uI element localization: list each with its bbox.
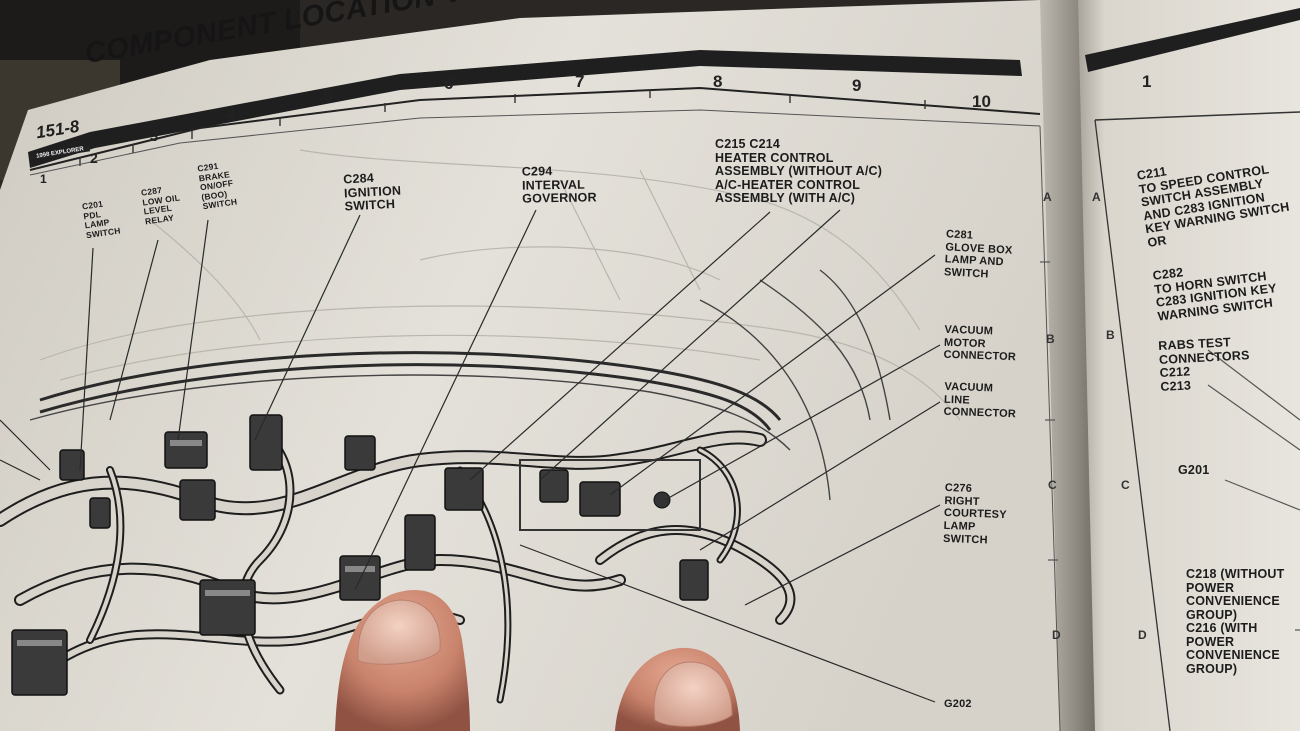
heater-control-outline <box>519 459 701 531</box>
left-page <box>0 0 1090 731</box>
right-row-letter: C <box>1121 478 1130 492</box>
leader-lines <box>0 209 941 703</box>
column-number: 5 <box>323 86 333 105</box>
callout-vacuum-line: VACUUM LINE CONNECTOR <box>943 380 1017 421</box>
connector-pins <box>17 440 375 646</box>
column-number: 2 <box>90 150 98 166</box>
column-number: 1 <box>40 172 47 186</box>
right-row-letter: B <box>1106 328 1115 342</box>
column-ticks <box>79 89 926 166</box>
right-page <box>1078 0 1300 731</box>
callout-c291: C291 BRAKE ON/OFF (BOO) SWITCH <box>196 160 238 212</box>
callout-c281: C281 GLOVE BOX LAMP AND SWITCH <box>943 228 1013 281</box>
column-number: 3 <box>150 128 159 145</box>
callout-c287: C287 LOW OIL LEVEL RELAY <box>140 184 181 226</box>
right-title-rule <box>1085 8 1300 72</box>
callout-vacuum-motor: VACUUM MOTOR CONNECTOR <box>943 323 1017 364</box>
column-number: 6 <box>444 74 454 93</box>
callout-c215-c214: C215 C214 HEATER CONTROL ASSEMBLY (WITHO… <box>715 137 883 205</box>
callout-g202: G202 <box>944 698 972 710</box>
dashboard-outline <box>39 149 961 421</box>
callout-c201: C201 PDL LAMP SWITCH <box>81 198 122 240</box>
column-number: 9 <box>852 76 862 95</box>
instrument-panel-beam <box>39 351 782 431</box>
right-column-number: 1 <box>1142 72 1152 91</box>
column-number: 4 <box>226 104 236 123</box>
row-letter: B <box>1046 332 1055 346</box>
row-letter: C <box>1048 478 1057 492</box>
callout-c218-c216: C218 (WITHOUT POWER CONVENIENCE GROUP) C… <box>1186 567 1285 676</box>
right-row-letter: D <box>1138 628 1147 642</box>
row-letter: A <box>1043 190 1052 204</box>
callout-g201: G201 <box>1178 463 1210 477</box>
column-number: 8 <box>713 72 723 91</box>
callout-rabs-test: RABS TEST CONNECTORS C212 C213 <box>1157 335 1250 394</box>
wiring-harness <box>0 425 796 704</box>
right-row-letter: A <box>1092 190 1101 204</box>
finger-right <box>615 647 740 731</box>
row-letter: D <box>1052 628 1061 642</box>
title-rule <box>28 50 1022 168</box>
column-number: 10 <box>972 92 991 111</box>
callout-c294: C294 INTERVAL GOVERNOR <box>521 164 597 206</box>
column-number: 7 <box>575 72 585 91</box>
finger-left <box>335 590 470 731</box>
callout-c284: C284 IGNITION SWITCH <box>342 170 402 214</box>
callout-c276: C276 RIGHT COURTESY LAMP SWITCH <box>942 481 1007 547</box>
